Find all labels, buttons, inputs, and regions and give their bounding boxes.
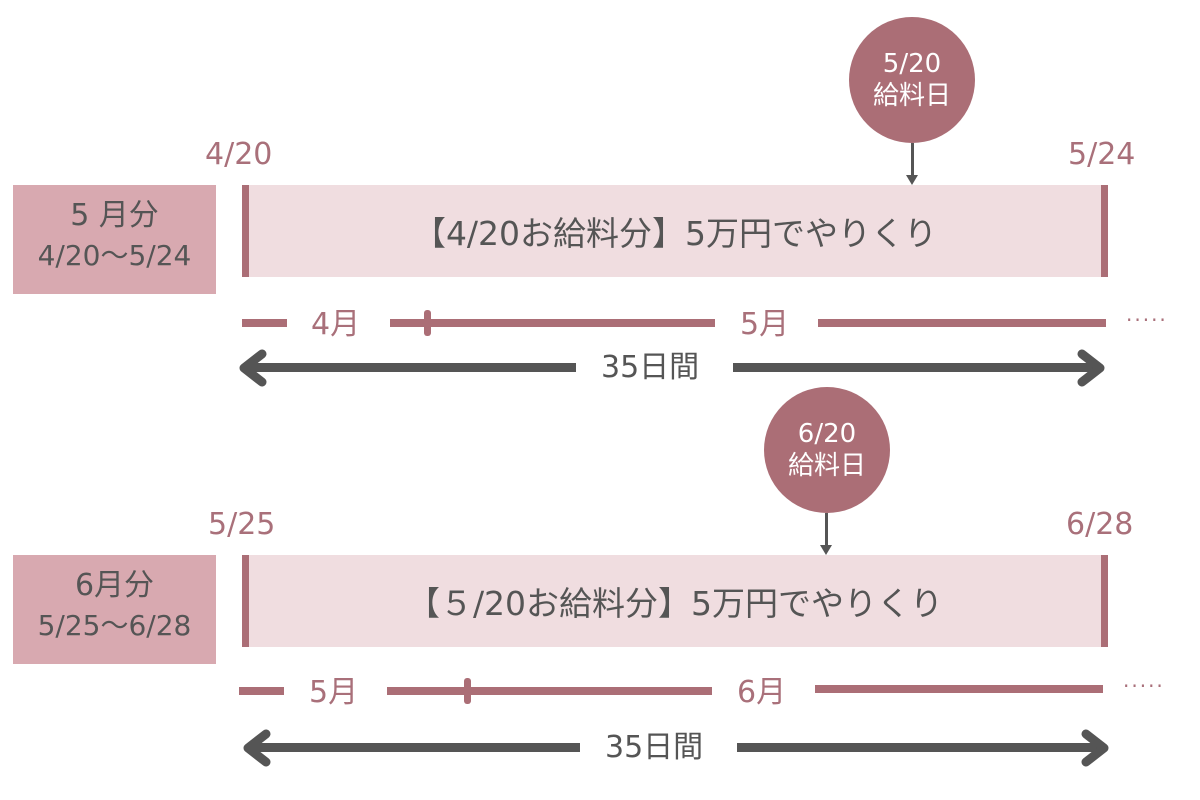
month-boundary-tick (464, 678, 471, 704)
end-date: 6/28 (1066, 507, 1134, 542)
payday-date: 5/20 (882, 49, 942, 79)
period-label-range: 5/25〜6/28 (37, 609, 192, 642)
payday-label: 給料日 (872, 81, 951, 111)
payday-pointer-line (825, 513, 828, 546)
continuation-dots: ····· (1126, 308, 1168, 332)
end-date: 5/24 (1068, 137, 1136, 172)
month-line-segment (390, 319, 715, 327)
payday-date: 6/20 (797, 419, 857, 449)
duration-line-right (733, 363, 1095, 372)
continuation-dots: ····· (1123, 674, 1165, 698)
period-bar: 【５/20お給料分】5万円でやりくり (242, 555, 1108, 647)
period-start-marker (242, 185, 249, 277)
start-date: 5/25 (208, 507, 276, 542)
arrow-left-icon (243, 729, 271, 767)
period-label-title: 6月分 (74, 568, 155, 603)
month-label-first: 4月 (311, 307, 361, 342)
month-line-segment (818, 319, 1106, 327)
month-label-second: 5月 (740, 307, 790, 342)
payday-pointer-arrow-icon (906, 175, 918, 185)
period-start-marker (242, 555, 249, 647)
month-line-segment (242, 319, 287, 327)
period-label-title: 5 月分 (70, 198, 159, 233)
duration-line-left (250, 743, 580, 752)
month-label-first: 5月 (309, 675, 359, 710)
period-end-marker (1101, 555, 1108, 647)
month-line-segment (387, 687, 712, 695)
month-label-second: 6月 (737, 675, 787, 710)
period-bar: 【4/20お給料分】5万円でやりくり (242, 185, 1108, 277)
period-end-marker (1101, 185, 1108, 277)
duration-line-right (737, 743, 1099, 752)
duration-label: 35日間 (605, 730, 704, 765)
period-text: 【５/20お給料分】5万円でやりくり (406, 584, 944, 623)
period-text: 【4/20お給料分】5万円でやりくり (412, 214, 938, 253)
payday-label: 給料日 (787, 451, 866, 481)
arrow-left-icon (239, 349, 267, 387)
duration-label: 35日間 (601, 350, 700, 385)
period-label-range: 4/20〜5/24 (37, 239, 192, 272)
month-boundary-tick (424, 310, 431, 336)
payday-pointer-line (911, 143, 914, 176)
month-line-segment (239, 687, 284, 695)
arrow-right-icon (1077, 349, 1105, 387)
payday-bubble: 6/20 給料日 (764, 387, 890, 513)
month-line-segment (815, 685, 1103, 693)
period-label-box: 6月分 5/25〜6/28 (13, 555, 216, 664)
duration-line-left (246, 363, 576, 372)
period-label-box: 5 月分 4/20〜5/24 (13, 185, 216, 294)
arrow-right-icon (1081, 729, 1109, 767)
payday-pointer-arrow-icon (820, 545, 832, 555)
start-date: 4/20 (205, 137, 273, 172)
payday-bubble: 5/20 給料日 (849, 17, 975, 143)
